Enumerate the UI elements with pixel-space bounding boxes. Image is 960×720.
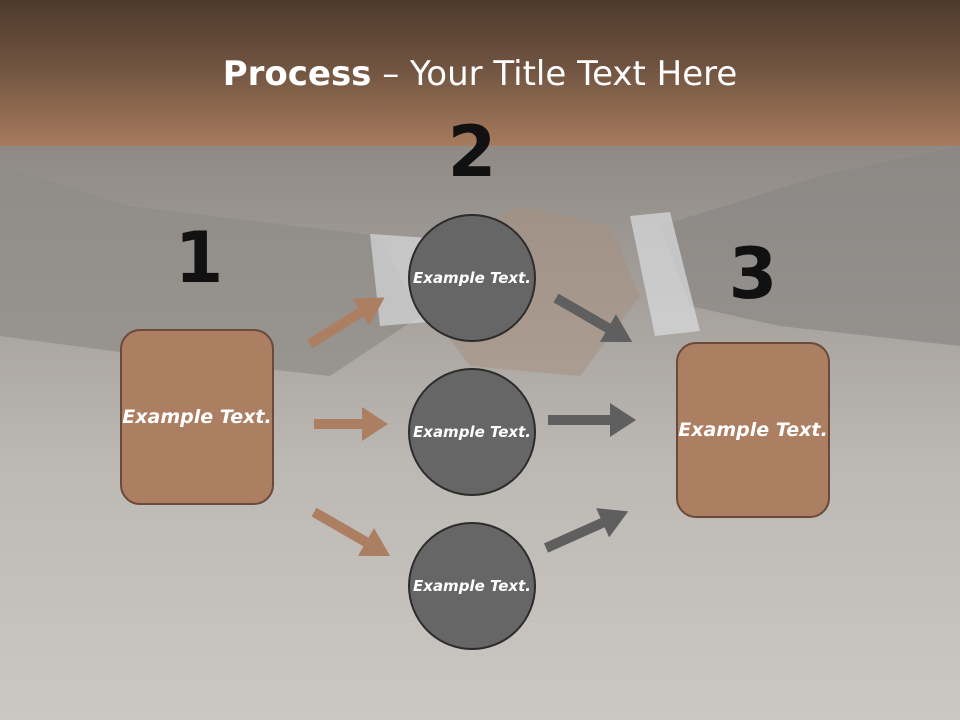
step-1-box[interactable]: Example Text. xyxy=(120,329,274,505)
node-top-text: Example Text. xyxy=(413,268,531,287)
step-1-box-text: Example Text. xyxy=(122,405,272,428)
step-3-box-text: Example Text. xyxy=(678,418,828,441)
arrow-node1-to-box3 xyxy=(553,293,633,342)
step-2-node-bottom[interactable]: Example Text. xyxy=(408,522,536,650)
step-2-node-middle[interactable]: Example Text. xyxy=(408,368,536,496)
arrow-box1-to-node2 xyxy=(314,407,388,441)
node-middle-text: Example Text. xyxy=(413,422,531,441)
step-3-box[interactable]: Example Text. xyxy=(676,342,830,518)
node-bottom-text: Example Text. xyxy=(413,576,531,595)
arrow-node2-to-box3 xyxy=(548,403,636,437)
title-bar xyxy=(0,0,960,146)
step-number-1: 1 xyxy=(174,217,224,299)
step-number-2: 2 xyxy=(447,111,497,193)
step-number-3: 3 xyxy=(728,233,778,315)
arrow-box1-to-node1 xyxy=(307,297,385,349)
arrow-node3-to-box3 xyxy=(543,508,629,553)
arrow-box1-to-node3 xyxy=(311,507,391,556)
step-2-node-top[interactable]: Example Text. xyxy=(408,214,536,342)
slide-title: Process – Your Title Text Here xyxy=(0,52,960,96)
title-rest: – Your Title Text Here xyxy=(371,54,738,94)
title-bold: Process xyxy=(222,54,372,94)
